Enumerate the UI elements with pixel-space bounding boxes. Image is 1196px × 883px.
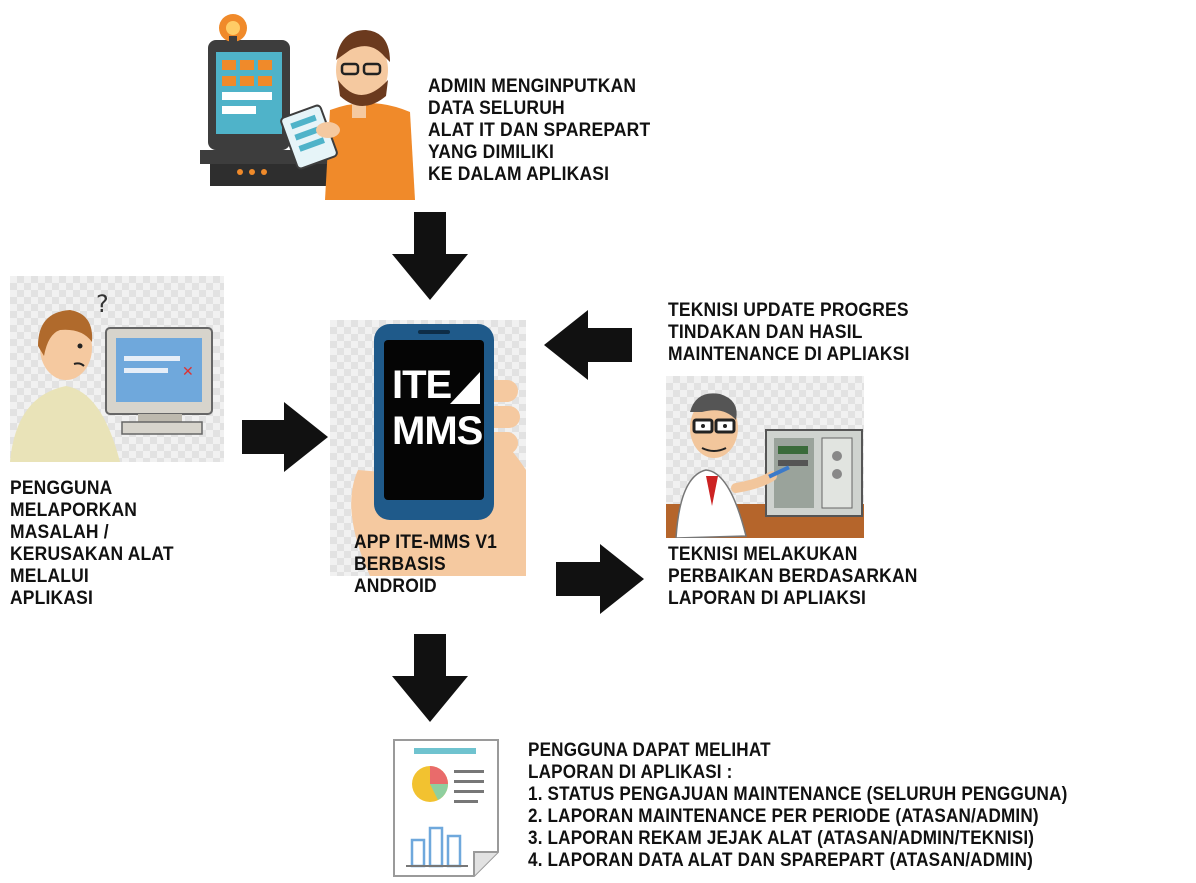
report-title: PENGGUNA DAPAT MELIHAT: [528, 740, 771, 761]
app-logo: ITE MMS: [392, 362, 483, 454]
technician-repairing-computer-icon: [666, 393, 864, 539]
app-logo-line1: ITE: [392, 363, 452, 407]
report-item: 2. LAPORAN MAINTENANCE PER PERIODE (ATAS…: [528, 806, 1039, 827]
svg-text:✕: ✕: [182, 364, 194, 380]
report-item: 1. STATUS PENGAJUAN MAINTENANCE (SELURUH…: [528, 784, 1068, 805]
arrow-icon: [556, 544, 644, 614]
admin-illustration: [200, 0, 420, 200]
report-item: 4. LAPORAN DATA ALAT DAN SPAREPART (ATAS…: [528, 850, 1034, 871]
arrow-icon: [242, 402, 328, 472]
report-subtitle: LAPORAN DI APLIKASI :: [528, 762, 733, 783]
report-description: PENGGUNA DAPAT MELIHAT LAPORAN DI APLIKA…: [528, 740, 1067, 872]
app-caption: APP ITE-MMS V1 BERBASIS ANDROID: [354, 532, 498, 597]
signal-wedge-icon: [450, 372, 480, 404]
arrow-icon: [392, 212, 468, 300]
report-document-icon: [393, 739, 499, 877]
technician-illustration: [666, 376, 864, 539]
admin-at-kiosk-icon: [200, 14, 415, 200]
phone-illustration: ITE MMS: [330, 320, 526, 576]
phone-in-hand-icon: [351, 324, 526, 576]
user-illustration: ✕ ?: [10, 276, 224, 462]
technician-repair-description: TEKNISI MELAKUKAN PERBAIKAN BERDASARKAN …: [668, 544, 918, 609]
user-description: PENGGUNA MELAPORKAN MASALAH / KERUSAKAN …: [10, 478, 174, 609]
confused-user-icon: ✕ ?: [10, 290, 213, 462]
admin-description: ADMIN MENGINPUTKAN DATA SELURUH ALAT IT …: [428, 76, 651, 185]
svg-text:?: ?: [96, 290, 109, 318]
arrow-icon: [544, 310, 632, 380]
report-item: 3. LAPORAN REKAM JEJAK ALAT (ATASAN/ADMI…: [528, 828, 1035, 849]
report-document-illustration: [388, 736, 504, 878]
arrow-icon: [392, 634, 468, 722]
technician-update-description: TEKNISI UPDATE PROGRES TINDAKAN DAN HASI…: [668, 300, 910, 365]
app-logo-line2: MMS: [392, 409, 483, 453]
